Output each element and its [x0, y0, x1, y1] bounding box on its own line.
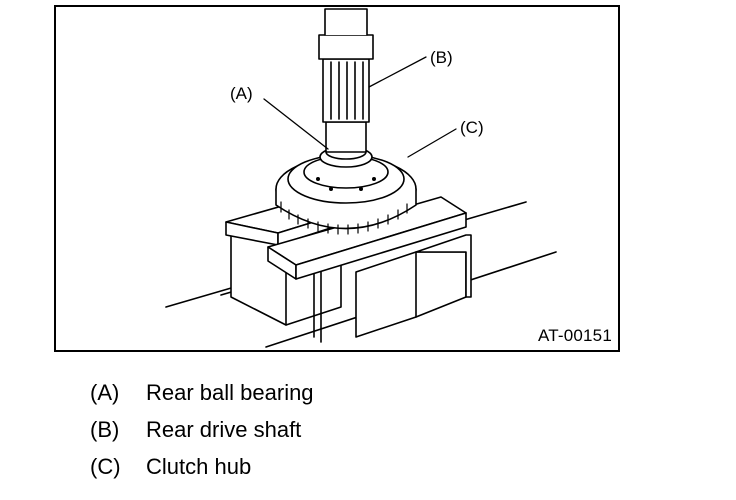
legend-key: (C): [90, 454, 121, 479]
legend-text: Rear drive shaft: [146, 417, 302, 442]
legend-key: (B): [90, 417, 120, 442]
callout-a: (A): [230, 84, 253, 103]
legend-text: Rear ball bearing: [146, 380, 314, 405]
figure-code: AT-00151: [537, 326, 612, 345]
callout-leaders: [263, 56, 457, 158]
press-illustration: (A) (B) (C): [165, 8, 557, 348]
callout-b: (B): [430, 48, 453, 67]
callout-c: (C): [460, 118, 484, 137]
clutch-hub-gear: [275, 154, 417, 235]
legend-text: Clutch hub: [146, 454, 252, 479]
figure-frame: (A) (B) (C) AT-00151: [54, 5, 620, 352]
rear-drive-shaft: [318, 8, 374, 153]
legend-key: (A): [90, 380, 120, 405]
